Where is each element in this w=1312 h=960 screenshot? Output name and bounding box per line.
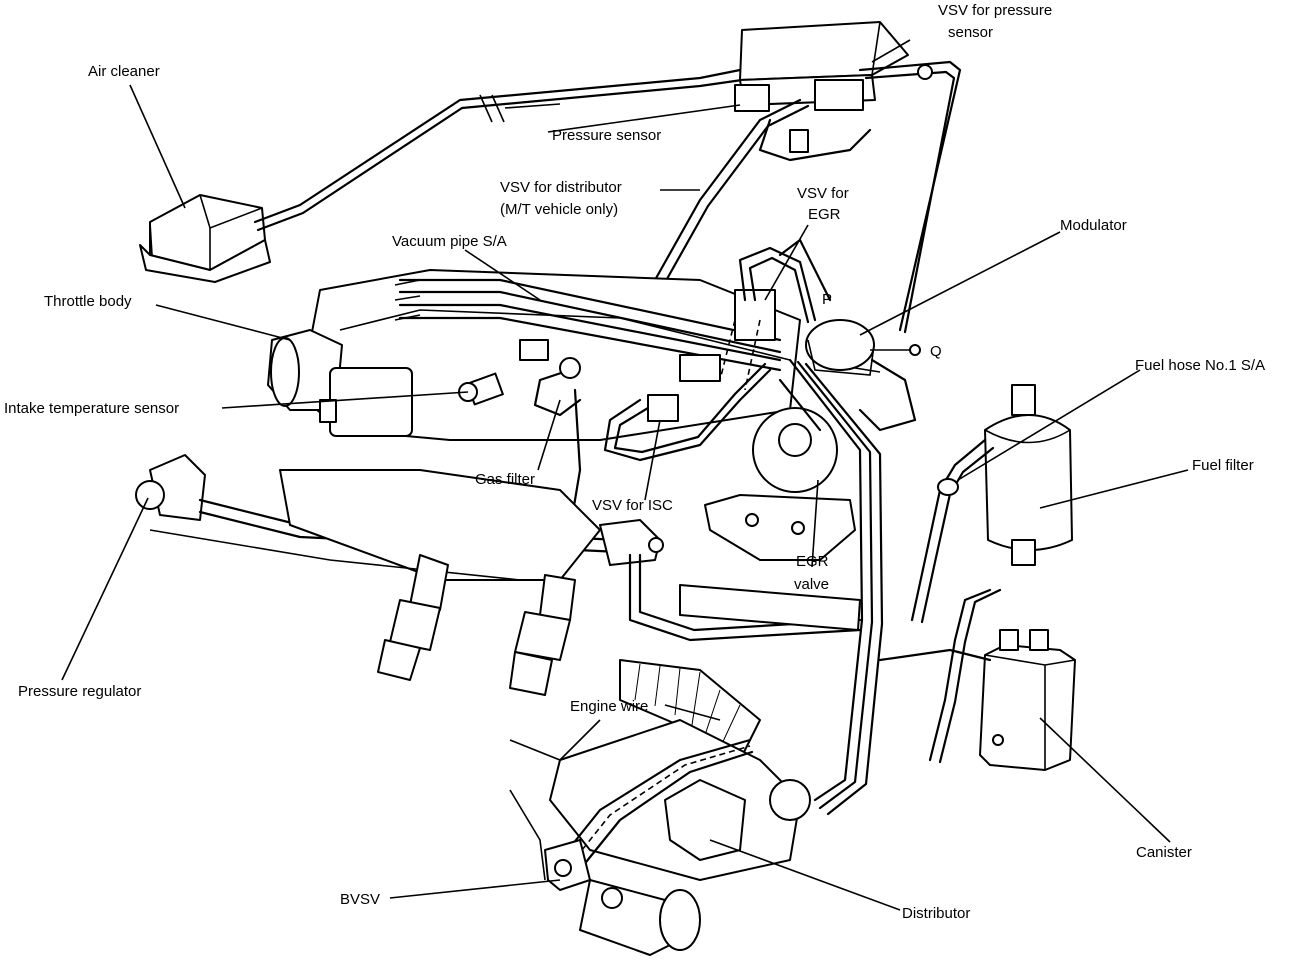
vsv-pressure-box — [734, 21, 962, 334]
label-vsv-egr-2: EGR — [808, 206, 841, 223]
egr-valve-part — [704, 407, 856, 561]
label-vsv-isc: VSV for ISC — [592, 497, 673, 514]
air-cleaner-part — [139, 194, 271, 283]
modulator-part — [805, 319, 921, 376]
fuel-filter-part — [984, 384, 1073, 566]
label-egr-valve-2: valve — [794, 576, 829, 593]
leader-lines — [61, 39, 1189, 911]
label-port-q: Q — [930, 343, 942, 360]
fuel-rail — [135, 454, 664, 581]
distributor-part — [549, 719, 811, 956]
label-fuel-filter: Fuel filter — [1192, 457, 1254, 474]
label-gas-filter: Gas filter — [475, 471, 535, 488]
distributor-hose — [788, 358, 864, 802]
label-throttle-body: Throttle body — [44, 293, 132, 310]
label-intake-temp-sensor: Intake temperature sensor — [4, 400, 179, 417]
label-engine-wire: Engine wire — [570, 698, 648, 715]
label-vacuum-pipe: Vacuum pipe S/A — [392, 233, 507, 250]
isc-vsv-hose — [603, 368, 772, 462]
label-pressure-sensor: Pressure sensor — [552, 127, 661, 144]
bvsv-hose — [558, 738, 752, 862]
label-air-cleaner: Air cleaner — [88, 63, 160, 80]
label-pressure-regulator: Pressure regulator — [18, 683, 141, 700]
air-cleaner-hose — [253, 68, 742, 224]
gas-filter-hose — [533, 368, 582, 417]
label-vsv-distributor-1: VSV for distributor — [500, 179, 622, 196]
vacuum-pipe-sa — [398, 278, 782, 342]
label-vsv-distributor-2: (M/T vehicle only) — [500, 201, 618, 218]
injector-2 — [509, 574, 576, 696]
label-fuel-hose: Fuel hose No.1 S/A — [1135, 357, 1265, 374]
label-vsv-pressure-sensor-2: sensor — [948, 24, 993, 41]
label-egr-valve-1: EGR — [796, 553, 829, 570]
label-modulator: Modulator — [1060, 217, 1127, 234]
label-distributor: Distributor — [902, 905, 970, 922]
injector-1 — [377, 554, 449, 681]
canister-part — [979, 629, 1076, 771]
air-cleaner-hose-2 — [256, 78, 744, 232]
fuel-hose — [910, 438, 987, 622]
label-canister: Canister — [1136, 844, 1192, 861]
label-vsv-egr-1: VSV for — [797, 185, 849, 202]
label-bvsv: BVSV — [340, 891, 380, 908]
label-port-p: P — [822, 291, 832, 308]
label-vsv-pressure-sensor-1: VSV for pressure — [938, 2, 1052, 19]
